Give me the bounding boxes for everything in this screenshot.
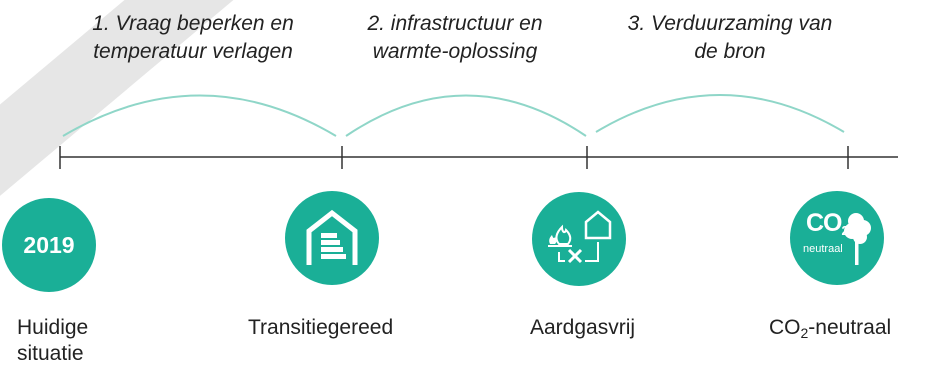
label-transition-ready: Transitiegereed [248, 316, 394, 339]
no-gas-house-icon [532, 192, 626, 286]
phase-1-arc [62, 94, 337, 137]
year-badge-text: 2019 [23, 231, 75, 258]
co2-tree-icon: CO2 neutraal [790, 191, 884, 285]
label-gas-free: Aardgasvrij [530, 316, 636, 339]
phase-2-label: 2. infrastructuur en warmte-oplossing [367, 12, 543, 63]
phase-3-label: 3. Verduurzaming van de bron [627, 12, 833, 63]
label-current-situation: Huidige situatie [17, 316, 89, 365]
phase-3-arc [595, 94, 845, 133]
energy-label-house-icon [285, 191, 379, 285]
co2-badge-caption: neutraal [803, 243, 843, 255]
year-badge: 2019 [2, 198, 96, 292]
phase-1-label: 1. Vraag beperken en temperatuur verlage… [92, 12, 294, 63]
label-co2-neutral: CO2-neutraal [769, 316, 892, 341]
co2-badge-text: CO2 [806, 209, 849, 238]
phase-2-arc [345, 94, 587, 137]
